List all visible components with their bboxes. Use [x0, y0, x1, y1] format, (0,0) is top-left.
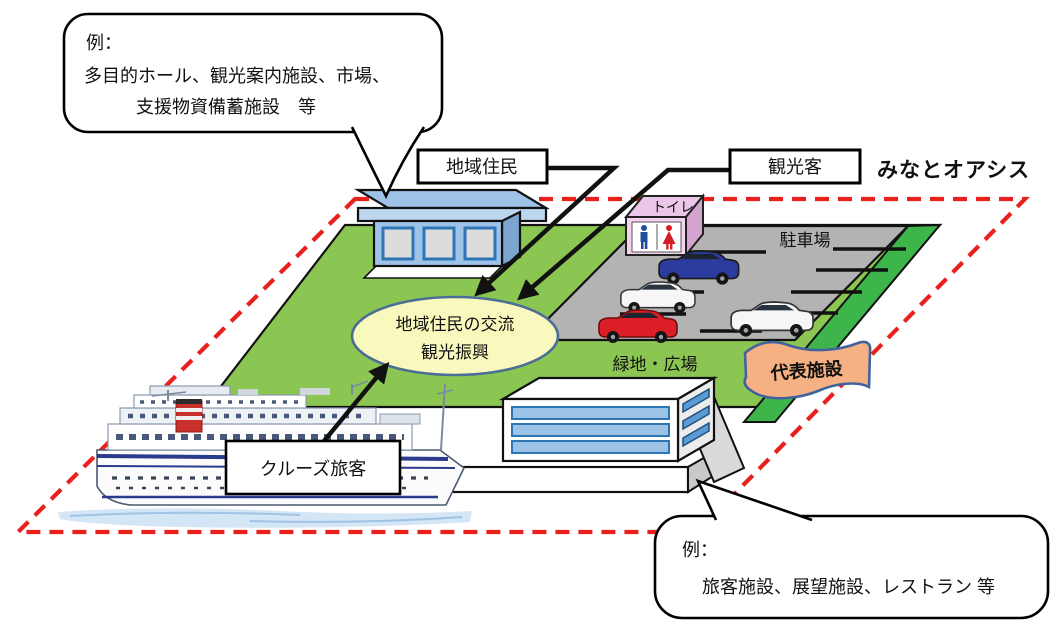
callout-bottom-right-line1: 例：: [682, 540, 718, 560]
tourists-box: 観光客: [728, 148, 862, 185]
callout-bottom-right: 例： 旅客施設、展望施設、レストラン 等: [653, 478, 1050, 620]
callout-top-left: 例： 多目的ホール、観光案内施設、市場、 支援物資備蓄施設 等: [62, 12, 444, 200]
community-building-window: [463, 226, 497, 261]
callout-top-left-line1: 例：: [86, 33, 122, 53]
residents-arrow: [474, 165, 620, 297]
callout-top-left-line3: 支援物資備蓄施設 等: [136, 97, 316, 117]
female-restroom-icon: [662, 225, 676, 250]
community-building-window: [422, 226, 456, 261]
parked-cars: [598, 250, 814, 343]
toilet-building: トイレ: [623, 193, 706, 258]
cruise-arrow: [322, 362, 390, 443]
community-building-window: [381, 226, 415, 261]
diagram-title: みなとオアシス: [877, 159, 1030, 182]
building-window-band: [511, 423, 670, 437]
flow-arrows: [322, 165, 730, 443]
ship-masts: [151, 380, 454, 451]
goal-ellipse-shape: [350, 295, 560, 377]
building-side-window: [682, 421, 710, 448]
community-building: [354, 188, 550, 279]
car-blue: [658, 250, 740, 285]
water: [58, 508, 472, 528]
local-residents-label: 地域住民: [446, 157, 518, 177]
ship-funnel: [175, 399, 203, 433]
cruise-passengers-label: クルーズ旅客: [260, 459, 367, 479]
representative-facility-building: [498, 376, 719, 463]
callout-bottom-right-line2: 旅客施設、展望施設、レストラン 等: [702, 577, 995, 597]
toilet-label: トイレ: [652, 199, 694, 215]
building-window-band: [511, 406, 670, 420]
callout-top-left-line2: 多目的ホール、観光案内施設、市場、: [84, 66, 390, 86]
callout-bottom-right-tail: [695, 478, 813, 522]
car-white: [730, 301, 814, 337]
representative-facility-banner: 代表施設: [743, 340, 872, 400]
tourists-arrow: [517, 167, 730, 301]
ship-deck: [149, 385, 231, 396]
community-building-base: [362, 265, 504, 279]
goal-ellipse: 地域住民の交流 観光振興: [350, 295, 560, 377]
building-window-band: [511, 440, 670, 454]
building-side-window: [682, 404, 710, 431]
tourists-label: 観光客: [768, 157, 822, 177]
representative-facility-label: 代表施設: [769, 357, 844, 383]
green-space-label: 緑地・広場: [613, 355, 698, 374]
male-restroom-icon: [640, 225, 648, 249]
cruise-passengers-box: クルーズ旅客: [224, 439, 402, 496]
local-residents-box: 地域住民: [416, 148, 549, 185]
goal-line-1: 地域住民の交流: [396, 315, 515, 334]
goal-line-2: 観光振興: [421, 343, 489, 362]
car-white: [620, 281, 696, 314]
building-side-window: [682, 387, 710, 414]
car-red: [598, 309, 678, 343]
callout-top-left-tail: [350, 126, 426, 200]
parking-label: 駐車場: [780, 231, 831, 250]
